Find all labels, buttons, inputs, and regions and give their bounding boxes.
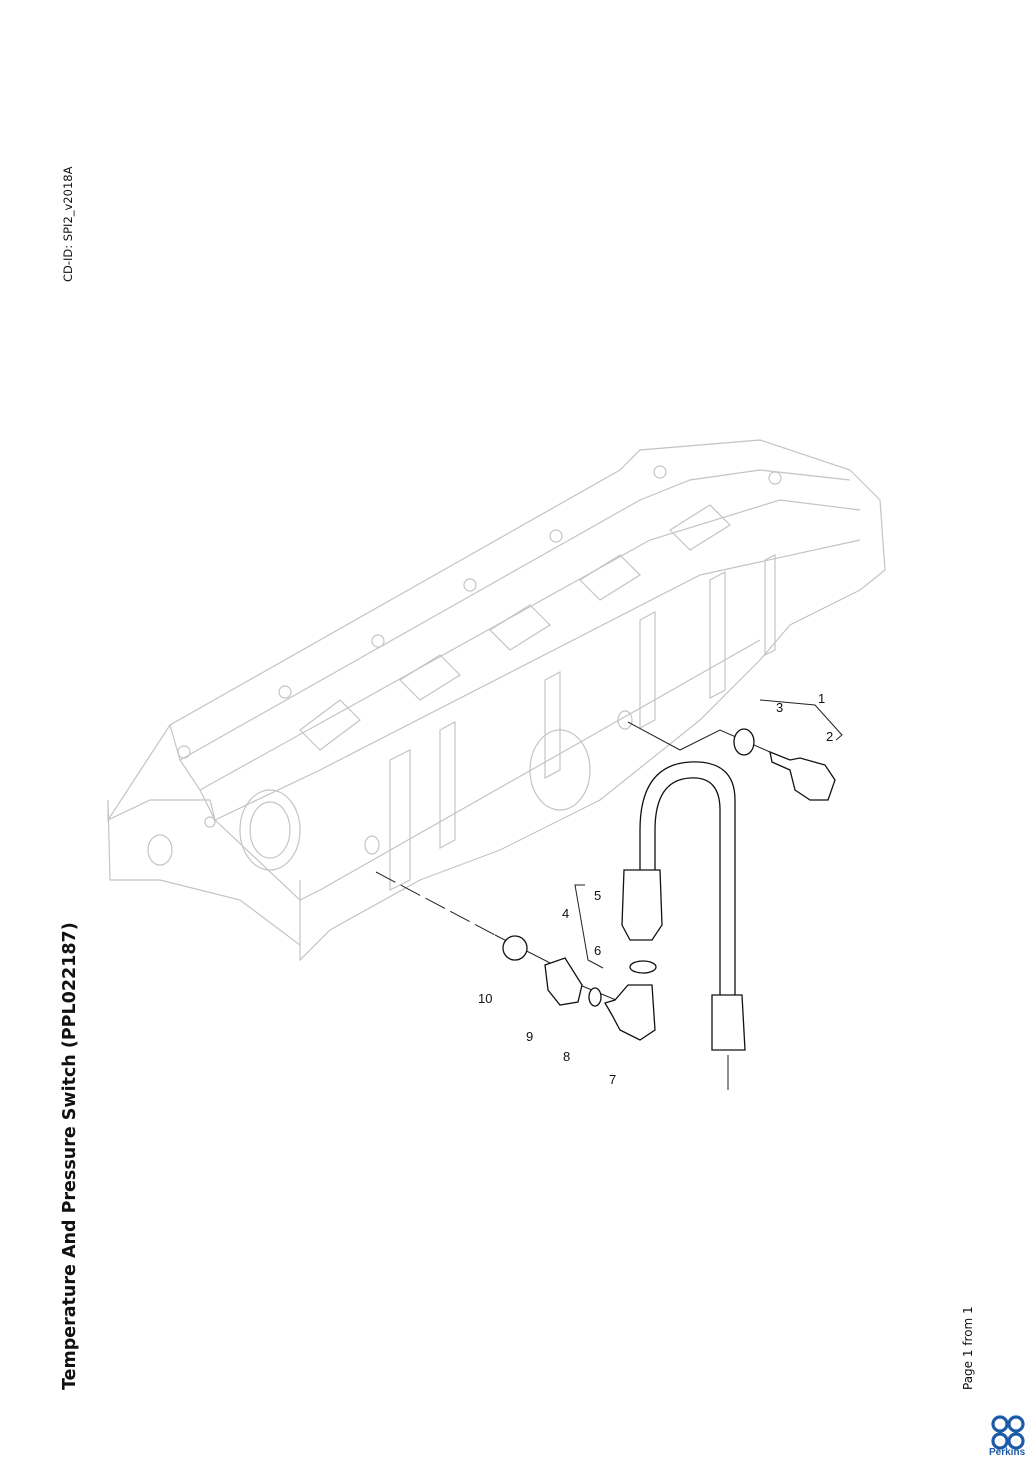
callout-1: 1 <box>818 691 825 706</box>
perkins-brand-text: Perkins <box>989 1447 1026 1458</box>
callout-10: 10 <box>478 991 492 1006</box>
o-ring-6 <box>629 960 657 974</box>
callout-5: 5 <box>594 888 601 903</box>
o-ring-10 <box>502 935 528 961</box>
callout-7: 7 <box>609 1072 616 1087</box>
o-ring-8 <box>588 987 602 1007</box>
cylinder-head-illustration <box>107 439 886 962</box>
o-ring-3 <box>733 728 755 756</box>
adapter-9 <box>544 957 583 1006</box>
callout-9: 9 <box>526 1029 533 1044</box>
parts <box>502 728 836 1051</box>
sensor-2 <box>769 750 836 801</box>
callout-2: 2 <box>826 729 833 744</box>
pressure-switch-5 <box>621 869 663 941</box>
callout-3: 3 <box>776 700 783 715</box>
perkins-logo-icon <box>991 1415 1025 1450</box>
callout-6: 6 <box>594 943 601 958</box>
callout-8: 8 <box>563 1049 570 1064</box>
callout-4: 4 <box>562 906 569 921</box>
sensor-cable <box>639 761 736 1000</box>
connector <box>711 994 746 1051</box>
callout-labels: 1 2 3 4 5 6 7 8 9 10 <box>478 691 833 1087</box>
elbow-7 <box>604 984 656 1041</box>
assembly-lines <box>375 699 843 1090</box>
